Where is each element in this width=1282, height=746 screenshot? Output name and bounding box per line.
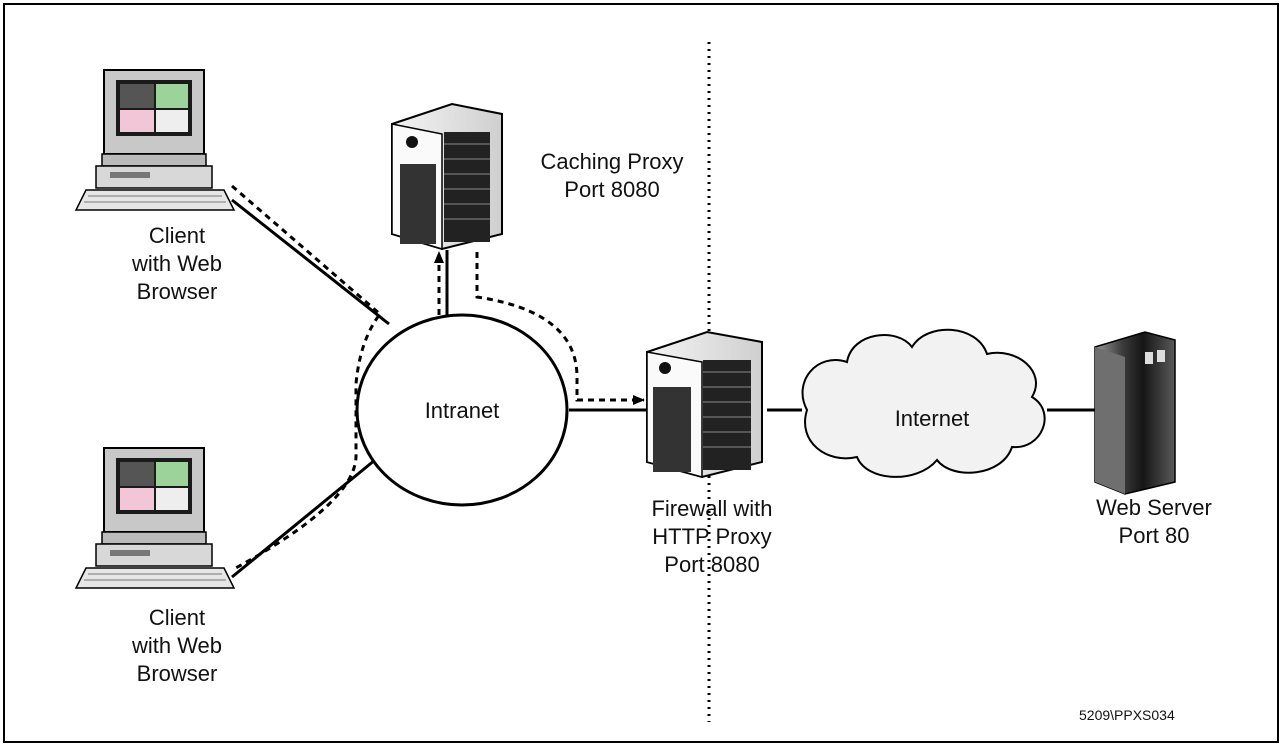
web-server-label: Web Server Port 80: [1074, 494, 1234, 550]
client-computer-icon: [74, 447, 236, 589]
caching-proxy-label: Caching Proxy Port 8080: [522, 148, 702, 204]
client-bottom-line-2: with Web: [131, 633, 223, 658]
diagram-frame: Client with Web Browser Client with Web …: [3, 3, 1279, 743]
solid-connections: [231, 198, 1095, 579]
network-diagram: [74, 42, 1176, 722]
client-top-line-3: Browser: [136, 279, 218, 304]
request-flow-paths: [231, 184, 645, 572]
client-computer-icon: [74, 69, 236, 211]
firewall-line-3: Port 8080: [664, 552, 760, 577]
client-top-label: Client with Web Browser: [102, 222, 252, 306]
client-bottom-label: Client with Web Browser: [102, 604, 252, 688]
firewall-line-1: Firewall with: [651, 496, 773, 521]
internet-label: Internet: [894, 406, 970, 431]
firewall-label: Firewall with HTTP Proxy Port 8080: [632, 495, 792, 579]
client-bottom-line-1: Client: [148, 605, 206, 630]
intranet-ring: [355, 313, 569, 507]
internet-cloud: [801, 328, 1046, 478]
web-server-icon: [1094, 331, 1176, 495]
client-top-line-1: Client: [148, 223, 206, 248]
intranet-label: Intranet: [424, 398, 500, 423]
client-top-line-2: with Web: [131, 251, 223, 276]
firewall-server-icon: [646, 330, 763, 479]
web-server-line-2: Port 80: [1118, 523, 1190, 548]
firewall-line-2: HTTP Proxy: [652, 524, 772, 549]
figure-id: 5209\PPXS034: [1079, 707, 1175, 723]
caching-proxy-line-1: Caching Proxy: [540, 149, 684, 174]
caching-proxy-line-2: Port 8080: [564, 177, 660, 202]
caching-proxy-server-icon: [391, 102, 503, 251]
web-server-line-1: Web Server: [1096, 495, 1212, 520]
client-bottom-line-3: Browser: [136, 661, 218, 686]
